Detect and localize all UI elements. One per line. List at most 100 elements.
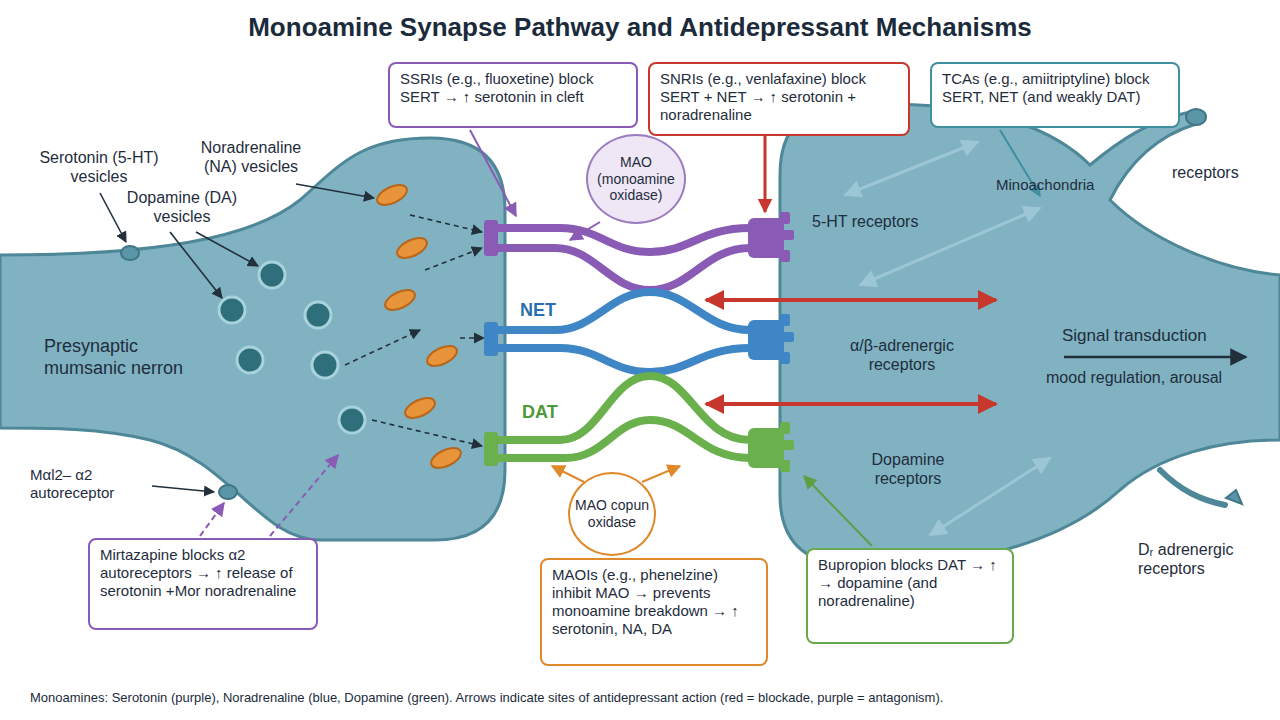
callout-text: TCAs (e.g., amiitriptyline) block SERT, … [942, 70, 1168, 106]
vesicle [237, 347, 263, 373]
leader-line [152, 486, 214, 492]
transporter [484, 322, 498, 356]
leader-line [100, 184, 374, 492]
part-label: Serotonin (5-HT) vesicles [38, 148, 160, 186]
receptor [780, 332, 794, 342]
figure-caption: Monoamines: Serotonin (purple), Noradren… [30, 690, 1260, 705]
callout-text: SNRIs (e.g., venlafaxine) block SERT + N… [660, 70, 898, 124]
callout-box: SSRIs (e.g., fluoxetine) block SERT → ↑ … [388, 62, 638, 128]
callout-arrow [270, 455, 338, 536]
monoamine-channel [492, 248, 750, 290]
transporter [484, 220, 498, 466]
postsynaptic-neuron [780, 104, 1280, 566]
postsynaptic-neuron [780, 104, 1280, 566]
receptor [748, 320, 784, 360]
part-label: Noradrenaline (NA) vesicles [192, 138, 310, 176]
leader-line [170, 232, 222, 298]
leader-line [196, 232, 258, 266]
receptor [780, 314, 790, 326]
mitochondrion [394, 234, 430, 262]
part-label: receptors [1172, 163, 1268, 182]
monoamine-channel [492, 228, 750, 458]
postsynaptic-neuron [1186, 109, 1206, 125]
signal-arrow [845, 142, 978, 195]
enzyme-label: MAO copun oxidase [574, 497, 650, 530]
diagram-title: Monoamine Synapse Pathway and Antidepres… [0, 12, 1280, 43]
part-label: DAT [522, 402, 574, 424]
receptor [780, 212, 790, 224]
callout-box: MAOIs (e.g., phenelzine) inhibit MAO → p… [540, 558, 768, 666]
signal-arrow [1064, 356, 1246, 359]
release-arrow [425, 248, 482, 270]
vesicle [259, 262, 285, 288]
presynaptic-neuron [0, 138, 505, 540]
release-arrow [410, 215, 482, 232]
part-label: α/β-adrenergic receptors [822, 336, 982, 374]
receptor [748, 212, 794, 472]
receptor [780, 250, 790, 262]
receptor [780, 422, 790, 434]
callout-text: Bupropion blocks DAT → ↑ → dopamine (and… [818, 556, 1002, 610]
part-label: mood regulation, arousal [1046, 368, 1266, 387]
receptor [780, 460, 790, 472]
receptor [780, 230, 794, 240]
callout-text: MAOIs (e.g., phenelzine) inhibit MAO → p… [552, 566, 756, 638]
part-label: Dopamine receptors [850, 450, 966, 488]
part-label: Mαl2– α2 autoreceptor [30, 466, 152, 502]
postsynaptic-neuron [1160, 470, 1225, 505]
release-arrow [460, 337, 484, 339]
enzyme-circle: MAO (monoamine oxidase) [586, 134, 686, 224]
transporter [484, 432, 498, 466]
callout-arrow [570, 222, 600, 240]
mitochondrion [382, 286, 418, 314]
vesicle [219, 297, 245, 323]
callout-arrow [804, 476, 872, 546]
part-label: Presynaptic mumsanic nerron [44, 336, 214, 379]
callout-arrow [642, 466, 680, 482]
callout-arrow [552, 466, 584, 482]
receptor [748, 218, 784, 258]
monoamine-channel [492, 420, 750, 458]
blockade-arrow [706, 130, 996, 404]
callout-text: SSRIs (e.g., fluoxetine) block SERT → ↑ … [400, 70, 626, 106]
leader-line [100, 193, 126, 242]
receptor [780, 352, 790, 364]
callout-arrow [470, 130, 516, 216]
part-label: Dᵣ adrenergic receptors [1138, 540, 1274, 578]
blockade-arrow [764, 130, 767, 212]
vesicle [339, 407, 365, 433]
mitochondrion [428, 444, 464, 472]
monoamine-channel [492, 348, 750, 372]
transporter [484, 220, 498, 256]
mitochondrion [424, 342, 460, 370]
release-arrow [345, 330, 420, 365]
mitochondrion [374, 181, 464, 472]
presynaptic-neuron [219, 485, 237, 499]
callout-text: Mirtazapine blocks α2 autoreceptors → ↑ … [100, 546, 306, 600]
callout-arrow [200, 503, 224, 536]
callout-box: Mirtazapine blocks α2 autoreceptors → ↑ … [88, 538, 318, 630]
presynaptic-neuron [0, 138, 505, 540]
callout-box: SNRIs (e.g., venlafaxine) block SERT + N… [648, 62, 910, 136]
blockade-arrow [706, 298, 996, 302]
enzyme-label: MAO (monoamine oxidase) [592, 154, 680, 204]
part-label: NET [520, 300, 572, 322]
monoamine-channel [492, 292, 750, 330]
release-arrow [345, 215, 484, 446]
callout-box: Bupropion blocks DAT → ↑ → dopamine (and… [806, 548, 1014, 644]
release-arrow [372, 420, 482, 446]
enzyme-circle: MAO copun oxidase [568, 472, 656, 556]
signal-arrow [930, 458, 1050, 535]
vesicle [305, 302, 331, 328]
vesicle [219, 262, 365, 433]
callout-box: TCAs (e.g., amiitriptyline) block SERT, … [930, 62, 1180, 128]
mitochondrion [402, 394, 438, 422]
blockade-arrow [706, 402, 996, 406]
receptor [748, 428, 784, 468]
part-label: 5-HT receptors [812, 212, 952, 231]
vesicle [312, 352, 338, 378]
leader-line [296, 184, 374, 198]
postsynaptic-neuron [1226, 490, 1242, 504]
part-label: Signal transduction [1062, 326, 1252, 346]
